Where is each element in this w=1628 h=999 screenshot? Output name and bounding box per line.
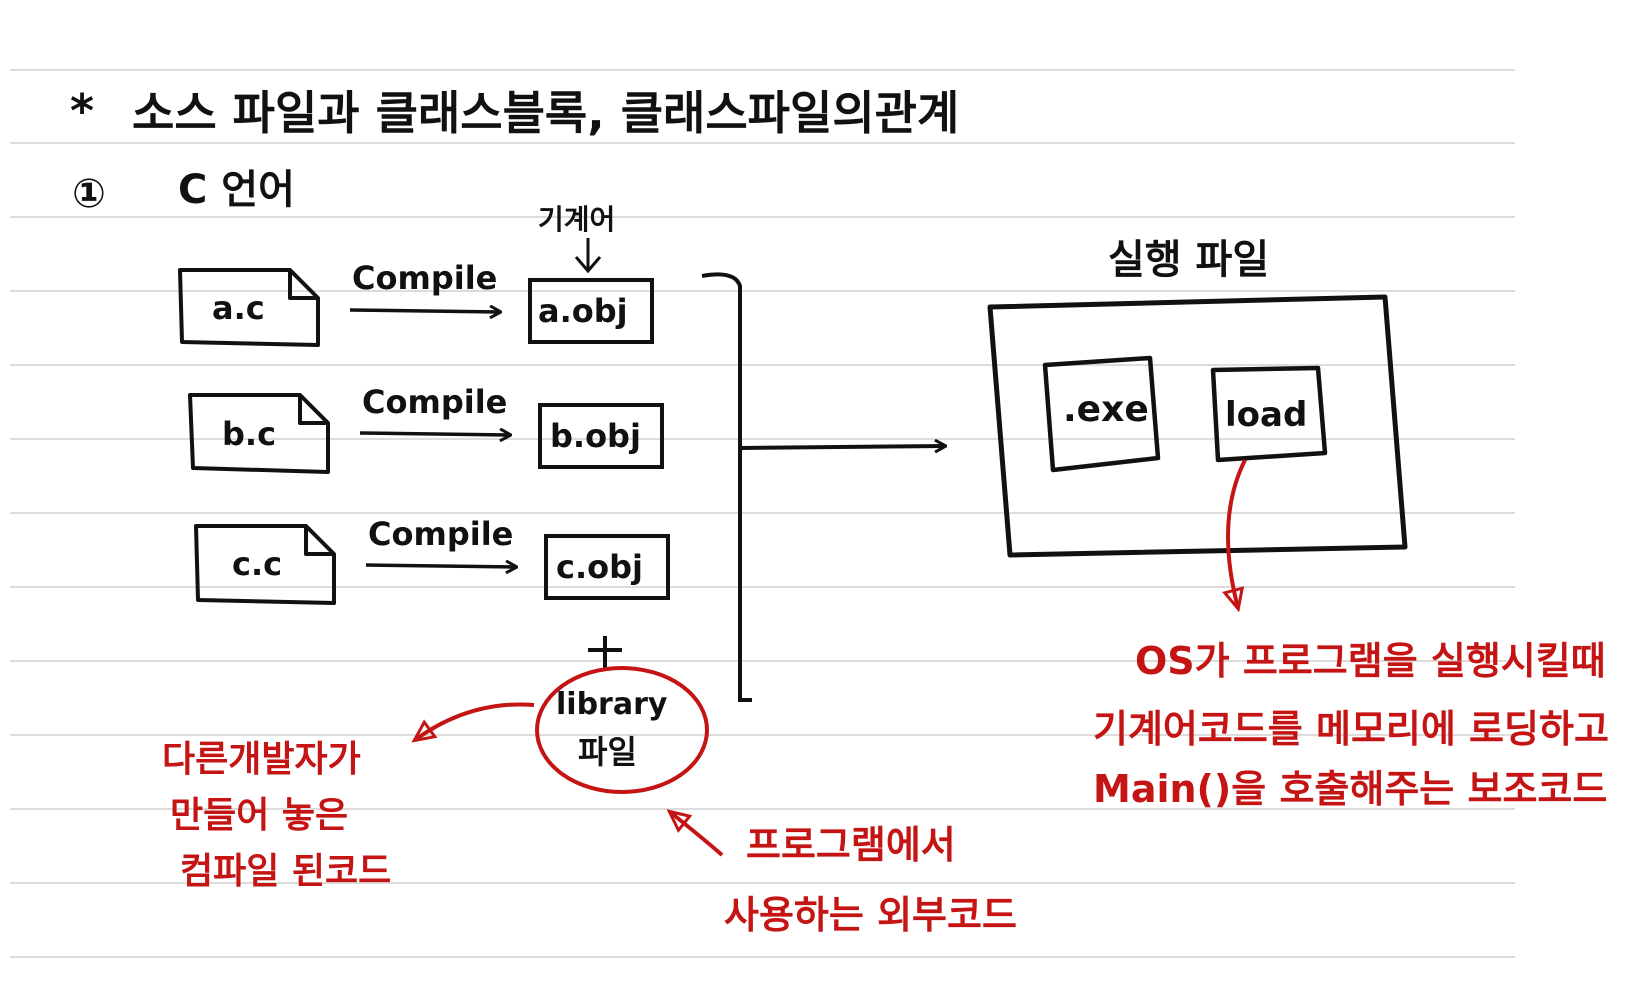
- heading-marker: *: [70, 84, 95, 138]
- source-file-a-shape: [178, 268, 320, 347]
- machine-code-arrow: [574, 238, 602, 274]
- machine-code-label: 기계어: [538, 203, 616, 236]
- section-label: C 언어: [178, 167, 295, 213]
- obj-box-a: [528, 278, 654, 344]
- obj-box-b: [538, 403, 664, 469]
- section-number: ①: [72, 171, 106, 217]
- external-code-note-line1: 프로그램에서: [746, 823, 956, 867]
- source-file-b-shape: [188, 393, 330, 474]
- page-title: 소스 파일과 클래스블록, 클래스파일의관계: [132, 86, 960, 140]
- load-box: [1210, 365, 1328, 463]
- compile-arrow-b: [359, 433, 510, 435]
- exe-label: .exe: [1063, 389, 1149, 430]
- library-left-arrow: [415, 702, 535, 740]
- compile-label-c: Compile: [368, 515, 514, 553]
- library-note-line1: 다른개발자가: [162, 739, 361, 780]
- obj-label-b: b.obj: [550, 417, 641, 455]
- source-file-c-label: c.c: [232, 545, 283, 583]
- library-note-line3: 컴파일 된코드: [180, 851, 392, 892]
- source-file-a-label: a.c: [212, 289, 265, 327]
- load-label: load: [1225, 395, 1308, 435]
- obj-box-c: [544, 534, 670, 600]
- load-note-line3: Main()을 호출해주는 보조코드: [1093, 767, 1608, 811]
- source-file-a-corner: [288, 270, 318, 300]
- ruled-lines: [10, 69, 1515, 958]
- load-note-line2: 기계어코드를 메모리에 로딩하고: [1093, 707, 1609, 751]
- load-note-line1: OS가 프로그램을 실행시킬때: [1135, 639, 1606, 683]
- compile-arrow-c: [365, 565, 516, 567]
- executable-box: [987, 294, 1408, 558]
- plus-sign: [588, 636, 622, 668]
- obj-label-c: c.obj: [556, 548, 643, 586]
- library-bottom-arrow: [670, 812, 724, 857]
- library-label-line1: library: [556, 687, 668, 722]
- load-note-arrow: [1228, 459, 1247, 608]
- external-code-note-line2: 사용하는 외부코드: [724, 893, 1017, 937]
- link-arrow: [741, 446, 945, 448]
- source-file-b-label: b.c: [222, 415, 277, 453]
- library-label-line2: 파일: [578, 733, 637, 771]
- compile-arrow-a: [349, 310, 500, 312]
- source-file-b-corner: [298, 395, 328, 425]
- source-file-c-shape: [194, 524, 336, 605]
- compile-label-b: Compile: [362, 383, 508, 421]
- exe-box: [1042, 355, 1161, 473]
- library-circle: [535, 666, 709, 794]
- source-file-c-corner: [304, 526, 334, 556]
- executable-title: 실행 파일: [1108, 237, 1270, 283]
- compile-label-a: Compile: [352, 259, 498, 297]
- obj-label-a: a.obj: [538, 292, 628, 330]
- library-note-line2: 만들어 놓은: [170, 795, 349, 836]
- link-bracket: [701, 272, 752, 702]
